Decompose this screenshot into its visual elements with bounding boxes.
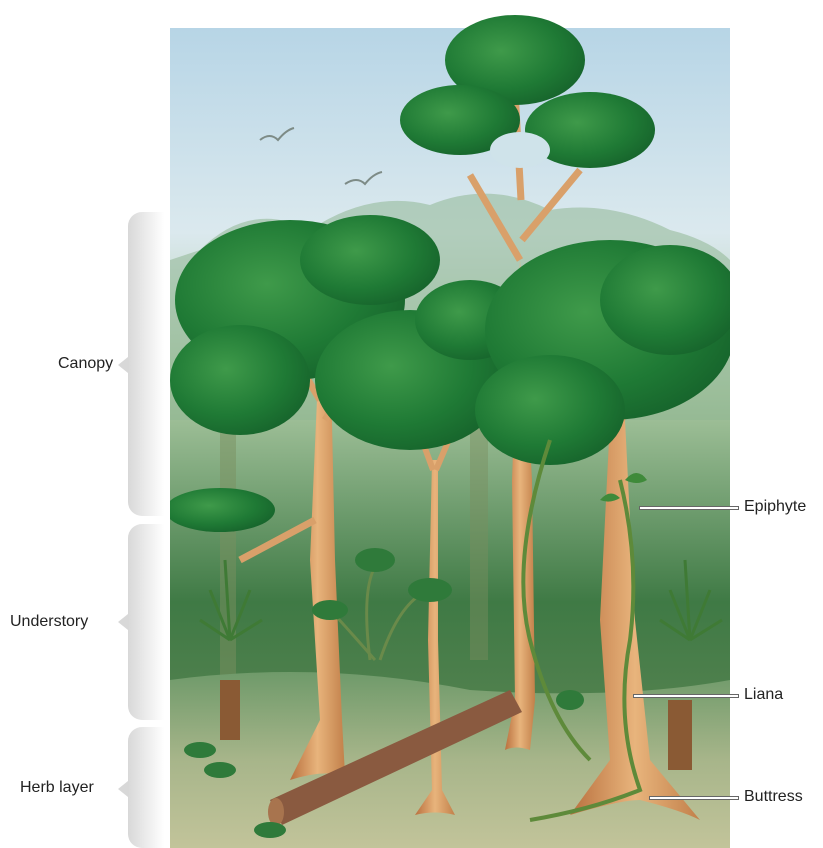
callout-label-liana: Liana [744,686,783,704]
canopy-pointer [118,357,128,373]
callout-label-buttress: Buttress [744,788,803,806]
understory-pointer [118,614,128,630]
herb-layer-bracket [128,727,164,848]
canopy-bracket [128,212,164,516]
layer-label-canopy: Canopy [58,355,113,373]
epiphyte-callout-line [640,507,738,509]
layer-label-understory: Understory [10,613,88,631]
liana-callout-line [634,695,738,697]
layer-label-herb-layer: Herb layer [20,779,94,797]
callout-label-epiphyte: Epiphyte [744,498,806,516]
understory-bracket [128,524,164,720]
rainforest-illustration [170,0,730,848]
herb-layer-pointer [118,781,128,797]
buttress-callout-line [650,797,738,799]
